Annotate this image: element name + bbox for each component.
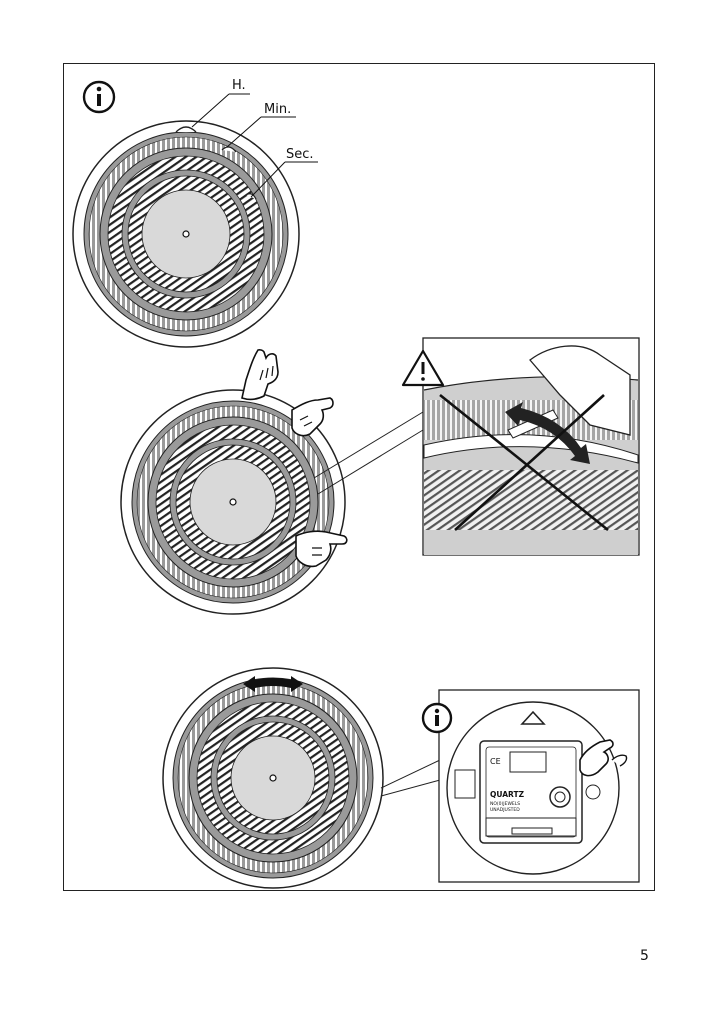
warning-detail-panel xyxy=(422,337,640,556)
pointing-hand-icon-2 xyxy=(291,397,334,437)
hand-labels: H. Min. Sec. xyxy=(191,78,318,198)
movement-line2: UNADJUSTED xyxy=(490,807,520,813)
second-label: Sec. xyxy=(286,147,314,162)
movement-line1: NO(0)JEWELS xyxy=(490,801,520,807)
ce-mark: CE xyxy=(490,757,501,766)
battery-movement-panel: CE QUARTZ NO(0)JEWELS UNADJUSTED xyxy=(438,689,640,883)
minute-label: Min. xyxy=(264,102,291,117)
page-number: 5 xyxy=(640,948,649,964)
pointing-hand-icon-4 xyxy=(579,739,628,777)
clock-face-2 xyxy=(120,389,346,615)
info-icon-bottom xyxy=(421,702,453,734)
pointing-hand-icon xyxy=(241,349,279,401)
hour-label: H. xyxy=(232,78,246,93)
info-icon-top xyxy=(82,80,116,114)
movement-brand: QUARTZ xyxy=(490,790,525,799)
clock-face-1 xyxy=(72,120,300,348)
pointing-hand-icon-3 xyxy=(295,530,348,568)
warning-triangle-icon xyxy=(401,349,445,387)
instruction-frame xyxy=(63,63,655,891)
rotate-arrows-icon xyxy=(243,676,303,692)
clock-face-3 xyxy=(162,667,384,889)
